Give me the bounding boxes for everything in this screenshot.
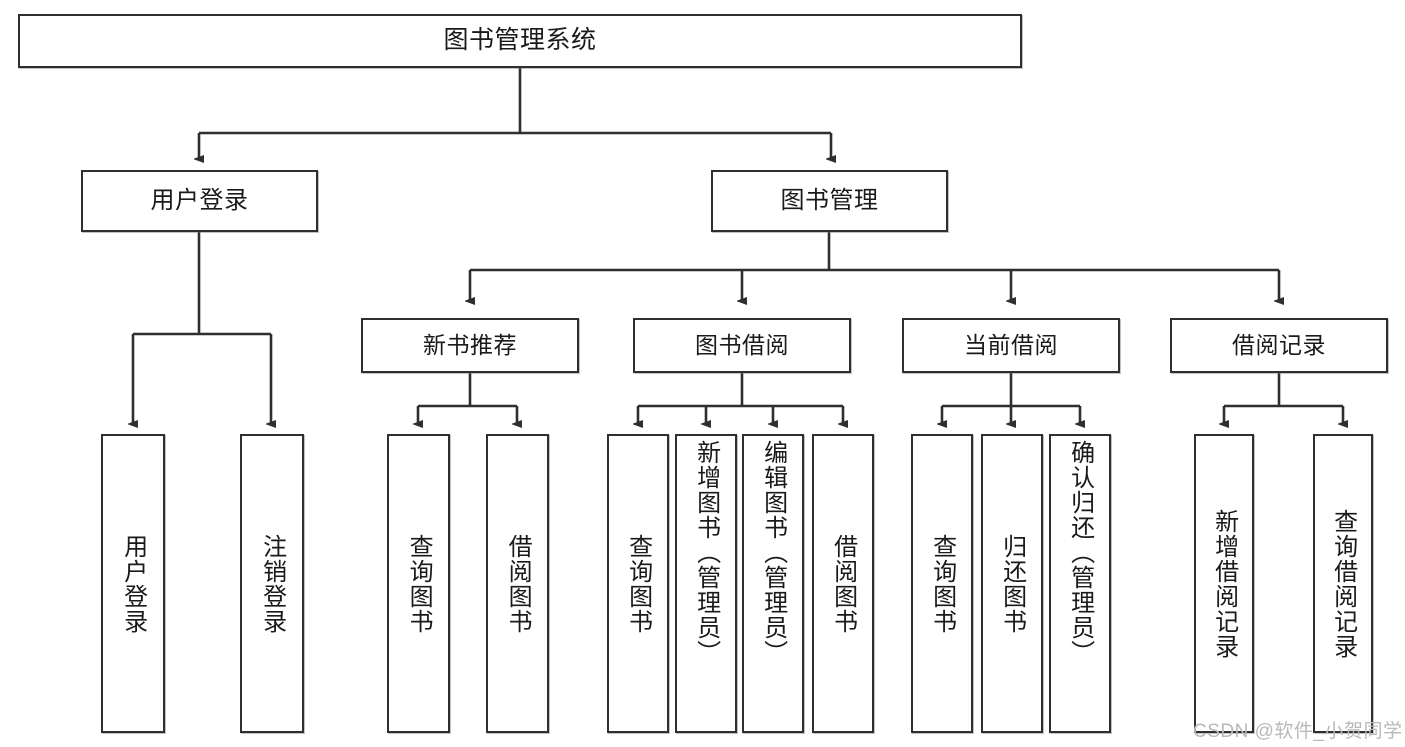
node-root[interactable]: 图书管理系统 [18, 14, 1022, 68]
node-current-borrow-label: 当前借阅 [964, 331, 1058, 358]
leaf-edit-book[interactable]: 编辑图书（管理员） [742, 434, 804, 733]
leaf-borrow-book-2-label: 借阅图书 [829, 533, 857, 634]
node-current-borrow[interactable]: 当前借阅 [902, 318, 1120, 373]
node-new-book-recommend[interactable]: 新书推荐 [361, 318, 579, 373]
node-user-login-label: 用户登录 [150, 186, 249, 214]
watermark: CSDN @软件_小贺同学 [1193, 721, 1403, 742]
leaf-confirm-return[interactable]: 确认归还（管理员） [1049, 434, 1111, 733]
leaf-return-book[interactable]: 归还图书 [981, 434, 1043, 733]
leaf-add-record-label: 新增借阅记录 [1210, 508, 1238, 659]
leaf-query-book-3[interactable]: 查询图书 [911, 434, 973, 733]
leaf-logout-login-label: 注销登录 [258, 533, 286, 634]
node-book-management-label: 图书管理 [780, 186, 879, 214]
leaf-add-book-label: 新增图书（管理员） [692, 440, 720, 665]
node-user-login[interactable]: 用户登录 [81, 170, 318, 232]
node-book-borrow[interactable]: 图书借阅 [633, 318, 851, 373]
node-new-book-recommend-label: 新书推荐 [423, 331, 517, 358]
leaf-query-book-1-label: 查询图书 [405, 533, 433, 634]
node-root-label: 图书管理系统 [443, 26, 597, 55]
node-borrow-record-label: 借阅记录 [1232, 331, 1326, 358]
leaf-confirm-return-label: 确认归还（管理员） [1066, 440, 1094, 665]
leaf-query-book-3-label: 查询图书 [928, 533, 956, 634]
leaf-add-record[interactable]: 新增借阅记录 [1194, 434, 1254, 733]
leaf-query-record-label: 查询借阅记录 [1329, 508, 1357, 659]
leaf-logout-login[interactable]: 注销登录 [240, 434, 304, 733]
leaf-user-login-label: 用户登录 [119, 533, 147, 634]
leaf-borrow-book-1[interactable]: 借阅图书 [486, 434, 549, 733]
leaf-borrow-book-1-label: 借阅图书 [504, 533, 532, 634]
leaf-query-record[interactable]: 查询借阅记录 [1313, 434, 1373, 733]
node-book-borrow-label: 图书借阅 [695, 331, 789, 358]
leaf-borrow-book-2[interactable]: 借阅图书 [812, 434, 874, 733]
leaf-query-book-2[interactable]: 查询图书 [607, 434, 669, 733]
leaf-query-book-1[interactable]: 查询图书 [387, 434, 450, 733]
leaf-return-book-label: 归还图书 [998, 533, 1026, 634]
node-borrow-record[interactable]: 借阅记录 [1170, 318, 1388, 373]
leaf-edit-book-label: 编辑图书（管理员） [759, 440, 787, 665]
leaf-user-login[interactable]: 用户登录 [101, 434, 165, 733]
leaf-query-book-2-label: 查询图书 [624, 533, 652, 634]
leaf-add-book[interactable]: 新增图书（管理员） [675, 434, 737, 733]
node-book-management[interactable]: 图书管理 [711, 170, 948, 232]
